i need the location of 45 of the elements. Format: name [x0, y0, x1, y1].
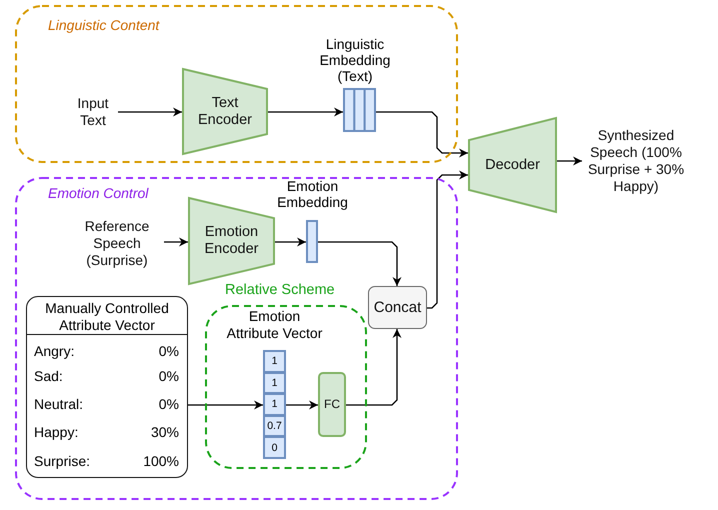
vector-cell: 1 [263, 372, 286, 394]
attribute-name: Angry: [34, 342, 74, 360]
vector-label: Linguistic Embedding (Text) [318, 36, 392, 84]
attribute-name: Happy: [34, 423, 78, 441]
vector-label: Emotion Attribute Vector [226, 308, 324, 342]
vector-cell: 0 [263, 436, 286, 459]
attribute-value: 0% [158, 367, 179, 385]
vector-cell: 1 [263, 350, 286, 373]
arrow [164, 238, 188, 246]
neural-block: Emotion Encoder [188, 197, 275, 285]
vector-cell: 1 [263, 393, 286, 416]
group-frame [15, 177, 458, 500]
arrow [286, 400, 318, 410]
io-label: Synthesized Speech (100% Surprise + 30% Happy) [582, 120, 690, 202]
arrow [318, 241, 402, 286]
attribute-value: 0% [158, 395, 179, 413]
arrow [118, 108, 182, 116]
arrow [427, 170, 468, 309]
attribute-value: 100% [143, 452, 179, 470]
neural-block: Text Encoder [182, 68, 268, 155]
attribute-name: Neutral: [34, 395, 84, 413]
operation-block: Concat [368, 286, 427, 329]
attribute-value: 30% [150, 423, 179, 441]
group-frame [205, 281, 367, 469]
vector-label: Emotion Embedding [276, 178, 349, 210]
layer-block: FC [318, 372, 346, 437]
group-frame [15, 5, 458, 163]
io-label: Reference Speech (Surprise) [70, 214, 164, 272]
arrow [188, 400, 263, 410]
group-title: Emotion Control [48, 185, 148, 201]
group-title: Relative Scheme [225, 282, 335, 298]
arrow [376, 111, 468, 158]
arrow [275, 238, 306, 246]
attribute-name: Surprise: [34, 452, 90, 470]
io-label: Input Text [68, 92, 118, 132]
group-title: Linguistic Content [48, 17, 160, 33]
attribute-value: 0% [158, 342, 179, 360]
attribute-table [26, 296, 188, 478]
arrow [557, 156, 582, 166]
vector-cell: 0.7 [263, 414, 286, 438]
arrow [346, 329, 402, 406]
table-header: Manually Controlled Attribute Vector [27, 300, 187, 335]
attribute-name: Sad: [34, 367, 63, 385]
arrow [268, 108, 343, 116]
neural-block: Decoder [468, 117, 557, 213]
